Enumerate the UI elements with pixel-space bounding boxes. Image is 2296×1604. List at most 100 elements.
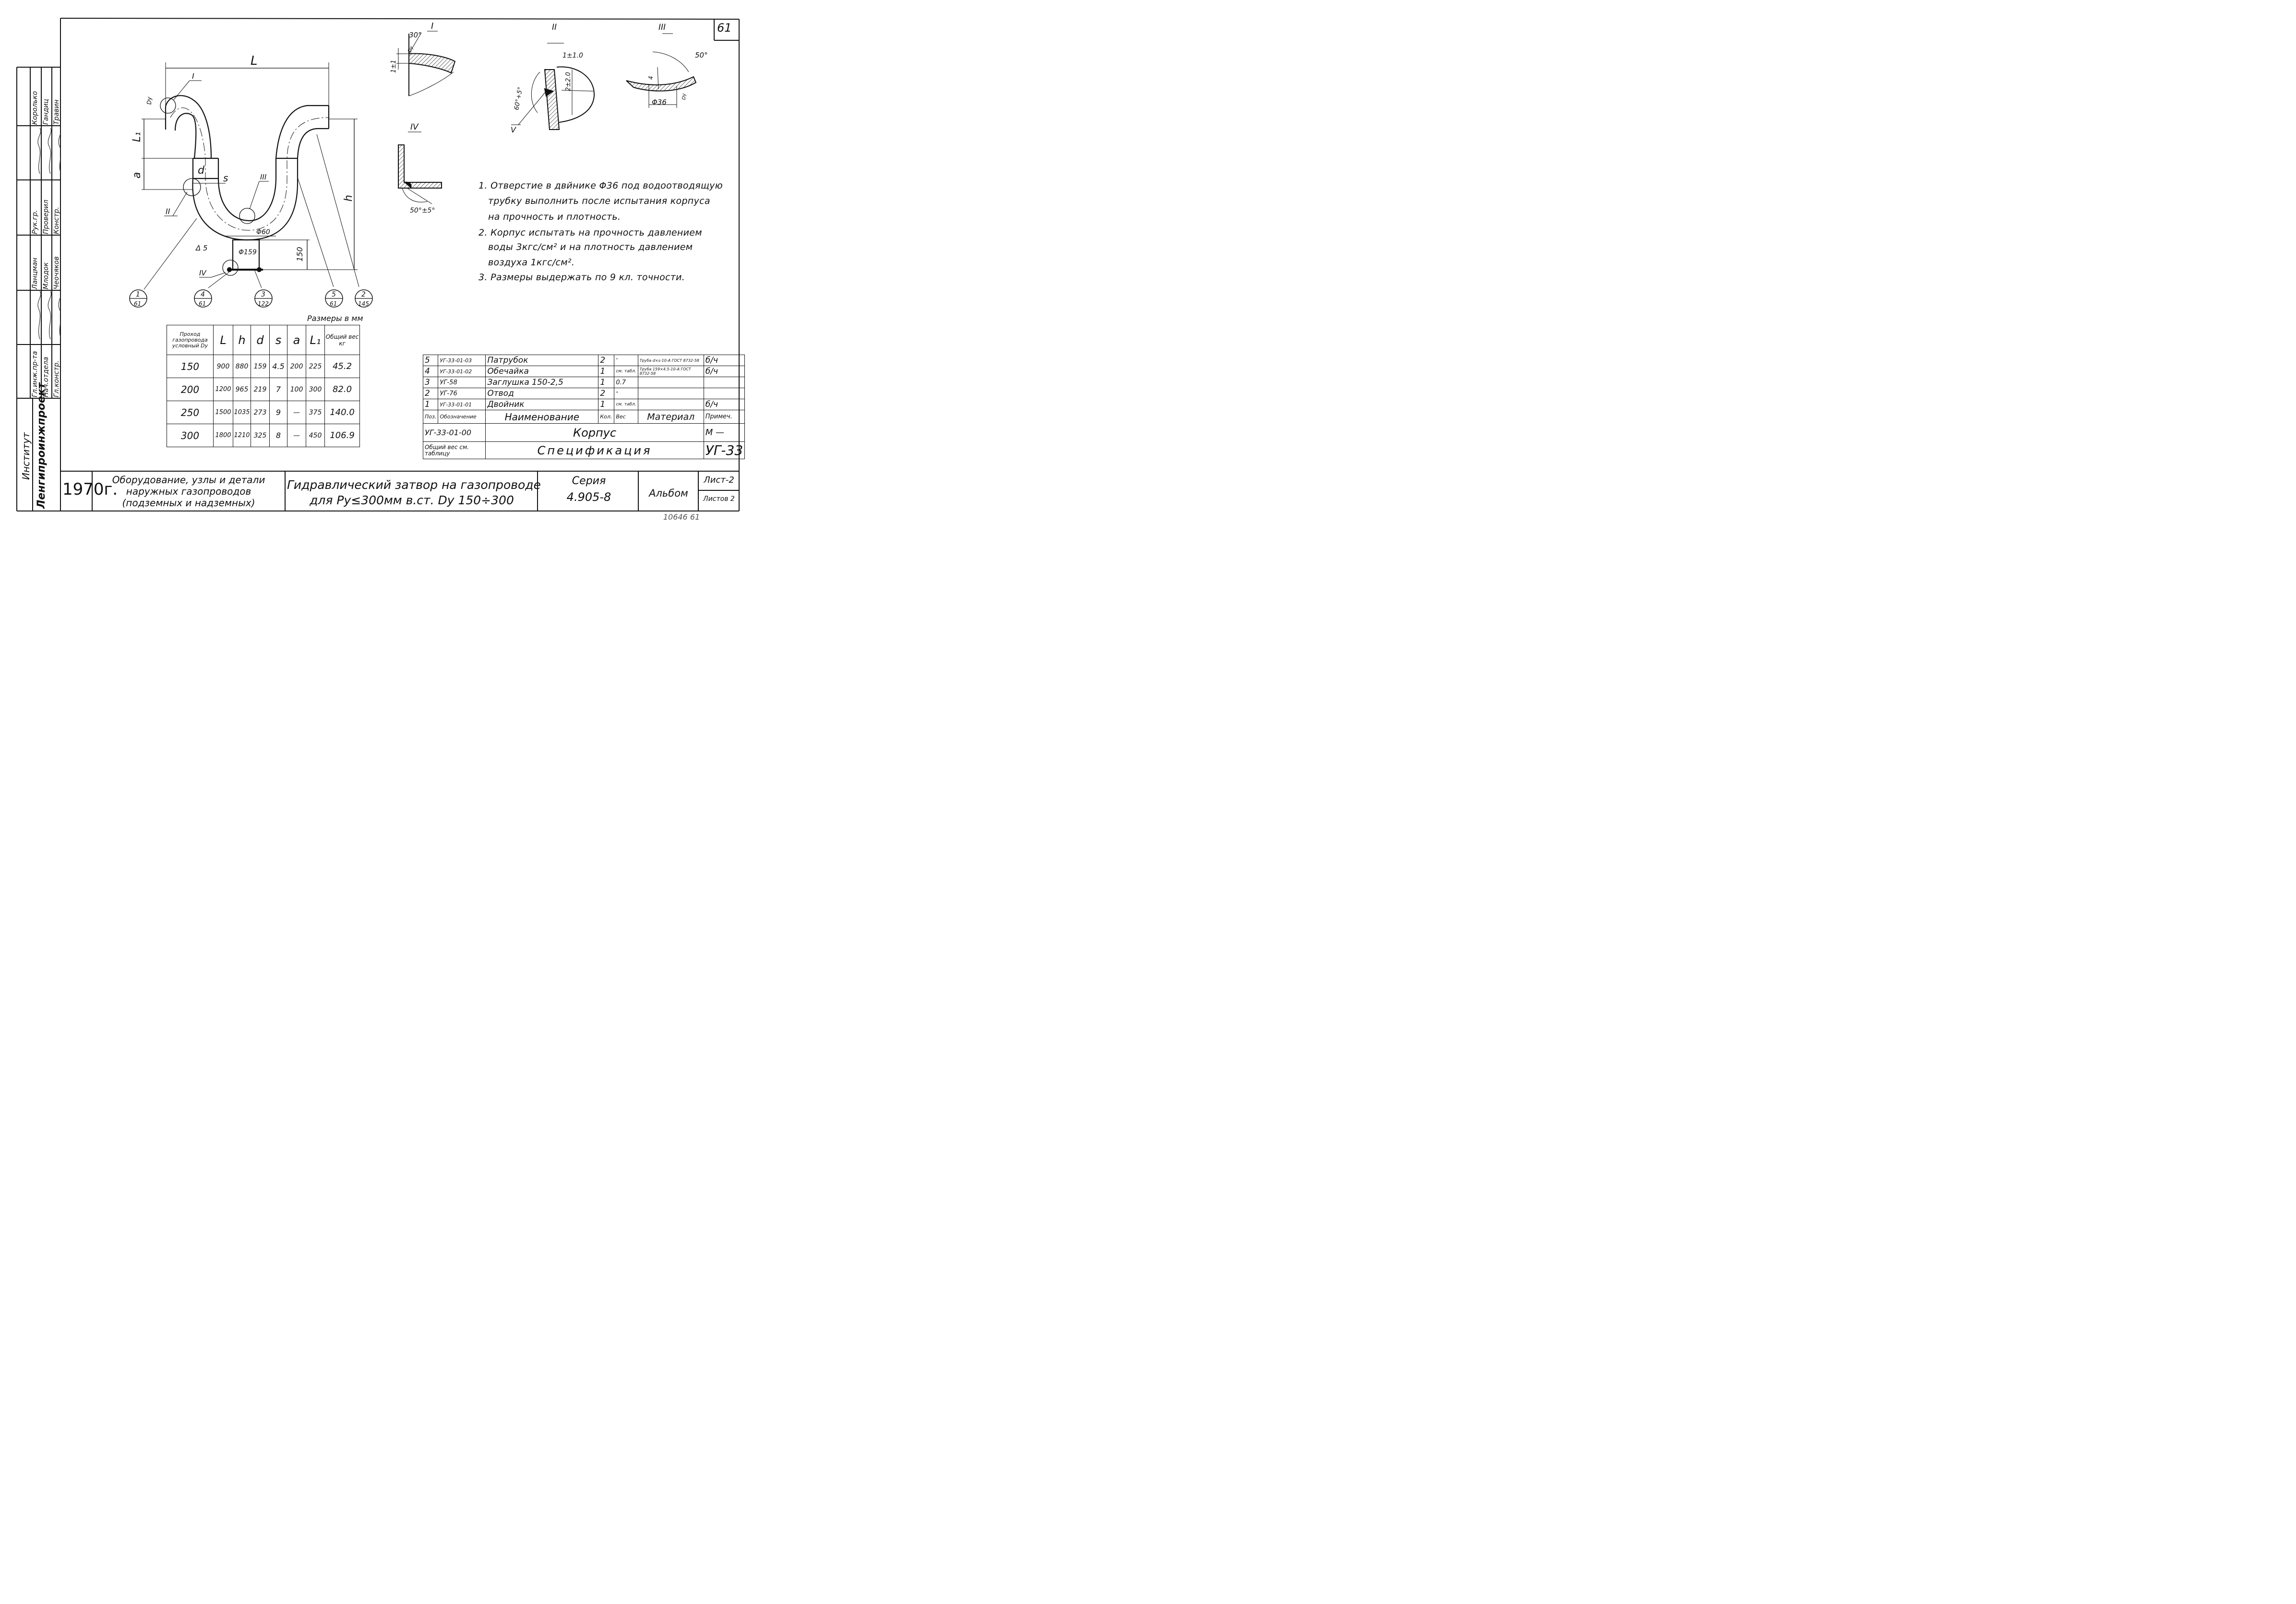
drawing-title-line-1: Гидравлический затвор на газопроводе — [287, 478, 541, 492]
assembly-name: Корпус — [485, 423, 704, 442]
institute-label: Институт — [20, 432, 32, 480]
table-header: h — [233, 325, 251, 355]
sheet-label: Лист-2 — [704, 475, 734, 485]
callout-I-label: I — [192, 71, 194, 81]
spec-header-row: Поз. Обозначение Наименование Кол. Вес М… — [422, 410, 745, 424]
spec-row: 3 УГ-58 Заглушка 150-2,5 1 0.7 — [422, 377, 745, 388]
role-label: Гл.инж.пр-та — [31, 351, 39, 397]
note-line: воды 3кгс/см² и на плотность давлением — [488, 242, 693, 252]
dim-a-label: a — [131, 172, 143, 178]
signatures — [37, 128, 60, 340]
person-name: Королько — [31, 91, 39, 125]
table-header: Проход газопровода условный Dy — [167, 325, 214, 355]
spec-cell: 1 — [598, 399, 615, 410]
table-cell: 1035 — [233, 401, 251, 424]
specification-table: 5 УГ-33-01-03 Патрубок 2 " Труба d×s-10-… — [422, 355, 745, 459]
spec-cell: УГ-33-01-02 — [438, 366, 486, 377]
table-cell: 8 — [269, 424, 287, 447]
table-header: s — [269, 325, 287, 355]
detail-III-angle: 50° — [695, 51, 708, 59]
detail-I-dim2: Dy — [407, 45, 414, 53]
dimensions-note: Размеры в мм — [307, 314, 363, 323]
spec-cell: Заглушка 150-2,5 — [485, 377, 599, 388]
table-cell: 1800 — [213, 424, 233, 447]
spec-cell: б/ч — [703, 355, 745, 366]
table-cell: 45.2 — [324, 355, 360, 378]
spec-cell: Труба 159×4.5-10-А ГОСТ 8732-58 — [637, 366, 704, 377]
detail-III-dim3: Dy — [682, 93, 687, 100]
person-name: Травин — [53, 99, 60, 125]
spec-cell: 4 — [422, 366, 439, 377]
table-cell: 1210 — [233, 424, 251, 447]
spec-row: 5 УГ-33-01-03 Патрубок 2 " Труба d×s-10-… — [422, 355, 745, 366]
table-cell: 1200 — [213, 378, 233, 401]
table-header: d — [251, 325, 270, 355]
callout-II-label: II — [166, 207, 170, 216]
dim-s-label: s — [223, 172, 228, 184]
year: 1970г. — [62, 480, 118, 499]
spec-cell: УГ-33-01-01 — [438, 399, 486, 410]
drawing-frame — [16, 18, 740, 511]
dim-L-label: L — [251, 54, 258, 68]
role-label: Нач.отдела — [42, 356, 50, 397]
detail-IV-angle: 50°±5° — [410, 207, 435, 214]
table-header-row: Проход газопровода условный Dy L h d s a… — [167, 325, 360, 355]
table-header: Общий вес кг — [324, 325, 360, 355]
table-cell: 900 — [213, 355, 233, 378]
spec-cell: Обечайка — [485, 366, 599, 377]
note-line: на прочность и плотность. — [488, 212, 621, 222]
spec-cell — [637, 388, 704, 399]
spec-header: Обозначение — [438, 410, 486, 424]
table-cell: 82.0 — [324, 378, 360, 401]
weld-mark-label: Δ 5 — [195, 244, 208, 252]
assembly-code: УГ-33-01-00 — [422, 423, 486, 442]
bubble-1-top: 1 — [136, 291, 140, 298]
table-row: 300 1800 1210 325 8 — 450 106.9 — [167, 424, 360, 447]
spec-cell: 3 — [422, 377, 439, 388]
callout-IV-label: IV — [199, 269, 207, 277]
spec-cell: б/ч — [703, 366, 745, 377]
spec-row: 2 УГ-76 Отвод 2 " — [422, 388, 745, 399]
callout-III-label: III — [260, 173, 267, 181]
detail-views: I 30° 1±1 Dy II 1±1.0 60°+5° 2±2.0 V III… — [390, 21, 708, 214]
dim-Dy-label: Dy — [146, 96, 153, 105]
detail-I-title: I — [431, 21, 433, 31]
table-cell: 1500 — [213, 401, 233, 424]
note-line: 1. Отверстие в двйнике Φ36 под водоотвод… — [478, 180, 723, 191]
spec-cell: УГ-33-01-03 — [438, 355, 486, 366]
table-header: L — [213, 325, 233, 355]
subject-line-2: наружных газопроводов — [126, 486, 251, 497]
table-cell: 159 — [251, 355, 270, 378]
table-row: 250 1500 1035 273 9 — 375 140.0 — [167, 401, 360, 424]
spec-cell: УГ-76 — [438, 388, 486, 399]
bubble-3-top: 3 — [261, 291, 265, 298]
spec-header: Материал — [637, 410, 704, 424]
table-cell: 4.5 — [269, 355, 287, 378]
spec-cell: 1 — [598, 377, 615, 388]
siphon-main-view: L Dy L₁ a d s h Φ60 Φ159 150 Δ 5 I II II… — [129, 54, 373, 308]
album-label: Альбом — [649, 487, 688, 499]
dim-L1-label: L₁ — [131, 132, 143, 142]
spec-cell: 1 — [422, 399, 439, 410]
person-name: Гандиц — [42, 99, 50, 125]
dim-h-label: h — [343, 195, 355, 202]
spec-cell: Патрубок — [485, 355, 599, 366]
table-cell: 273 — [251, 401, 270, 424]
spec-header: Наименование — [485, 410, 599, 424]
table-cell: 225 — [306, 355, 325, 378]
note-line: 2. Корпус испытать на прочность давление… — [478, 227, 702, 238]
table-cell: 965 — [233, 378, 251, 401]
spec-cell: Отвод — [485, 388, 599, 399]
table-cell: 219 — [251, 378, 270, 401]
table-cell: 140.0 — [324, 401, 360, 424]
spec-cell: 2 — [598, 388, 615, 399]
note-line: трубку выполнить после испытания корпуса — [488, 196, 710, 206]
table-cell: 300 — [167, 424, 214, 447]
note-line: 3. Размеры выдержать по 9 кл. точности. — [478, 272, 685, 283]
dim-d-label: d — [198, 165, 205, 177]
series-label: Серия — [572, 475, 606, 487]
spec-cell: см. табл. — [614, 366, 638, 377]
spec-cell: б/ч — [703, 399, 745, 410]
bubble-5-bottom: 145 — [358, 300, 369, 307]
spec-cell — [703, 377, 745, 388]
